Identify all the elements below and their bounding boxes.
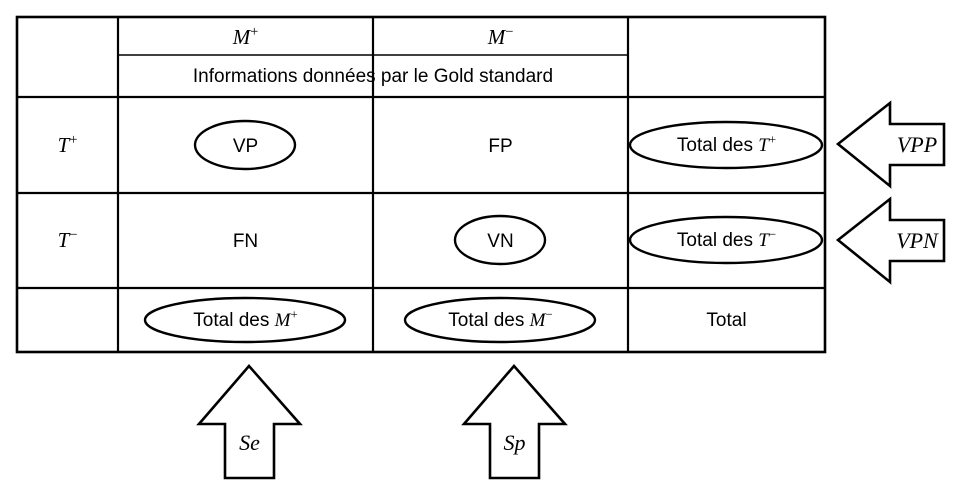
cell-total-t-plus: Total des T+: [676, 131, 777, 156]
cell-vp: VP: [232, 136, 259, 157]
ellipse-total-m-plus: [143, 296, 347, 344]
ellipse-vn: [453, 214, 547, 266]
arrow-se: [196, 364, 303, 480]
table-outer-border: [15, 15, 827, 354]
arrow-sp: [461, 364, 568, 480]
column-header-m-minus: M−: [487, 24, 514, 49]
ellipse-total-m-minus: [403, 296, 597, 344]
cell-total-m-minus: Total des M−: [448, 306, 553, 331]
ellipse-vp: [193, 119, 297, 171]
cell-vn: VN: [487, 231, 514, 252]
cell-total-t-minus: Total des T−: [676, 226, 777, 251]
group-band-label: Informations données par le Gold standar…: [192, 66, 554, 87]
row-label-t-minus: T−: [57, 227, 78, 252]
cell-total-m-plus: Total des M+: [193, 306, 298, 331]
arrow-label-sp: Sp: [503, 430, 526, 455]
cell-fp: FP: [488, 136, 513, 157]
arrow-label-vpn: VPN: [896, 228, 938, 253]
cell-fn: FN: [232, 231, 259, 252]
ellipse-total-t-minus: [628, 215, 824, 265]
arrow-vpp: [835, 100, 946, 189]
arrow-vpn: [835, 196, 946, 285]
arrow-label-se: Se: [239, 430, 260, 455]
ellipse-total-t-plus: [628, 120, 824, 170]
row-label-t-plus: T+: [57, 132, 78, 157]
arrow-label-vpp: VPP: [896, 132, 938, 157]
column-header-m-plus: M+: [232, 24, 259, 49]
cell-grand-total: Total: [706, 310, 747, 331]
